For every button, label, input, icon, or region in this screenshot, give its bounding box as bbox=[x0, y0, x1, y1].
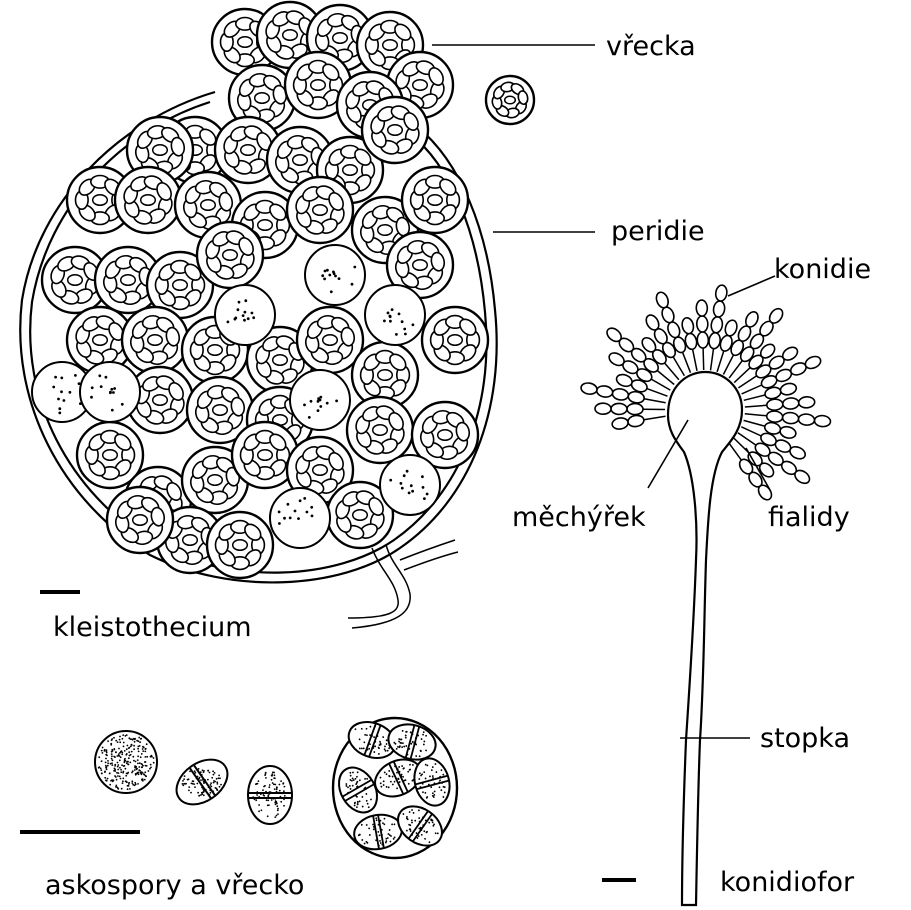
vesicle-and-stalk bbox=[668, 372, 742, 905]
ascus bbox=[287, 177, 353, 243]
conidia-chain bbox=[696, 300, 709, 370]
spotted-ascus bbox=[80, 362, 140, 422]
ascus bbox=[207, 512, 273, 578]
ascospore-upright bbox=[248, 766, 292, 824]
label-peridium: peridie bbox=[611, 216, 705, 247]
conidia-chain bbox=[611, 414, 665, 430]
ascus bbox=[347, 397, 413, 463]
spotted-ascus bbox=[215, 285, 275, 345]
spotted-ascus bbox=[305, 245, 365, 305]
conidia-chain bbox=[745, 396, 815, 410]
ascus bbox=[402, 167, 468, 233]
spotted-ascus bbox=[365, 285, 425, 345]
leader-vesicle bbox=[648, 420, 688, 488]
cleistothecium-drawing bbox=[20, 2, 534, 628]
ascus-with-ascospores bbox=[331, 716, 457, 858]
ascospore-round bbox=[95, 731, 157, 793]
ascus bbox=[422, 307, 488, 373]
ascus bbox=[486, 76, 534, 124]
ascus bbox=[115, 167, 181, 233]
label-stalk: stopka bbox=[760, 723, 850, 754]
conidia-chain bbox=[595, 403, 665, 415]
label-conidiophore: konidiofor bbox=[720, 867, 855, 898]
spotted-ascus bbox=[380, 455, 440, 515]
label-cleistothecium: kleistothecium bbox=[53, 612, 252, 643]
leader-conidia bbox=[728, 276, 775, 296]
spotted-ascus bbox=[270, 488, 330, 548]
label-asci: vřecka bbox=[606, 31, 696, 62]
conidiophore-drawing bbox=[580, 284, 831, 905]
ascus bbox=[107, 487, 173, 553]
label-conidia: konidie bbox=[774, 254, 871, 285]
ascus bbox=[122, 307, 188, 373]
ascospores-drawing bbox=[20, 716, 457, 858]
ascus bbox=[362, 97, 428, 163]
label-ascospores: askospory a vřecko bbox=[45, 870, 304, 901]
label-phialides: fialidy bbox=[768, 502, 850, 533]
ascus bbox=[197, 222, 263, 288]
ascospore-tilted bbox=[168, 750, 236, 813]
label-vesicle: měchýřek bbox=[512, 502, 646, 533]
spotted-ascus bbox=[290, 370, 350, 430]
cleistothecium-hypha bbox=[348, 540, 458, 628]
